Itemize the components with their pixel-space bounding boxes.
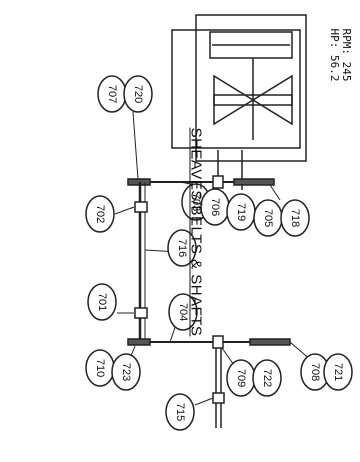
tag-721: 721 xyxy=(332,363,344,381)
sheave-710 xyxy=(127,338,151,346)
tag-723: 723 xyxy=(120,363,132,381)
callout-716 xyxy=(167,229,197,267)
callout-718 xyxy=(280,199,310,237)
callout-715 xyxy=(165,393,195,431)
fan-blade-right xyxy=(251,74,293,126)
bearing-701 xyxy=(134,307,148,319)
tag-706: 706 xyxy=(209,198,221,216)
tag-710: 710 xyxy=(94,359,106,377)
leader-702 xyxy=(114,206,135,215)
callout-702 xyxy=(85,195,115,233)
tag-716: 716 xyxy=(176,239,188,257)
hp-label: HP: 56.2 xyxy=(328,28,341,82)
leader-715 xyxy=(194,397,214,406)
tag-722: 722 xyxy=(261,369,273,387)
tag-719: 719 xyxy=(235,203,247,221)
callout-723 xyxy=(111,353,141,391)
tag-720: 720 xyxy=(132,85,144,103)
fan-blade-left xyxy=(213,74,255,126)
tag-707: 707 xyxy=(106,85,118,103)
bearing-702 xyxy=(134,201,148,213)
rpm-label: RPM: 245 xyxy=(340,28,353,82)
tag-703: 703 xyxy=(190,193,202,211)
leader-705 xyxy=(269,184,281,201)
tag-705: 705 xyxy=(262,209,274,227)
diagram-title: SHEAVES/BELTS & SHAFTS xyxy=(187,127,205,337)
motor-spec: RPM: 245 HP: 56.2 xyxy=(328,28,353,82)
sheave-709 xyxy=(212,335,224,349)
motor-unit xyxy=(171,14,307,162)
coupling-715 xyxy=(212,392,225,404)
leader-707 xyxy=(132,111,139,180)
callout-720 xyxy=(123,75,153,113)
belt-708 xyxy=(249,338,291,346)
motor-housing-back xyxy=(195,14,307,162)
sheave-706 xyxy=(212,175,224,189)
callout-721 xyxy=(323,353,353,391)
tag-708: 708 xyxy=(309,363,321,381)
tag-709: 709 xyxy=(235,369,247,387)
tag-704: 704 xyxy=(177,303,189,321)
tag-702: 702 xyxy=(94,205,106,223)
tag-701: 701 xyxy=(96,293,108,311)
belt-705 xyxy=(233,178,275,186)
callout-701 xyxy=(87,283,117,321)
motor-housing xyxy=(171,29,301,149)
tag-715: 715 xyxy=(174,403,186,421)
callout-722 xyxy=(252,359,282,397)
motor-nameplate xyxy=(209,31,293,59)
callout-704 xyxy=(168,293,198,331)
tag-718: 718 xyxy=(289,209,301,227)
